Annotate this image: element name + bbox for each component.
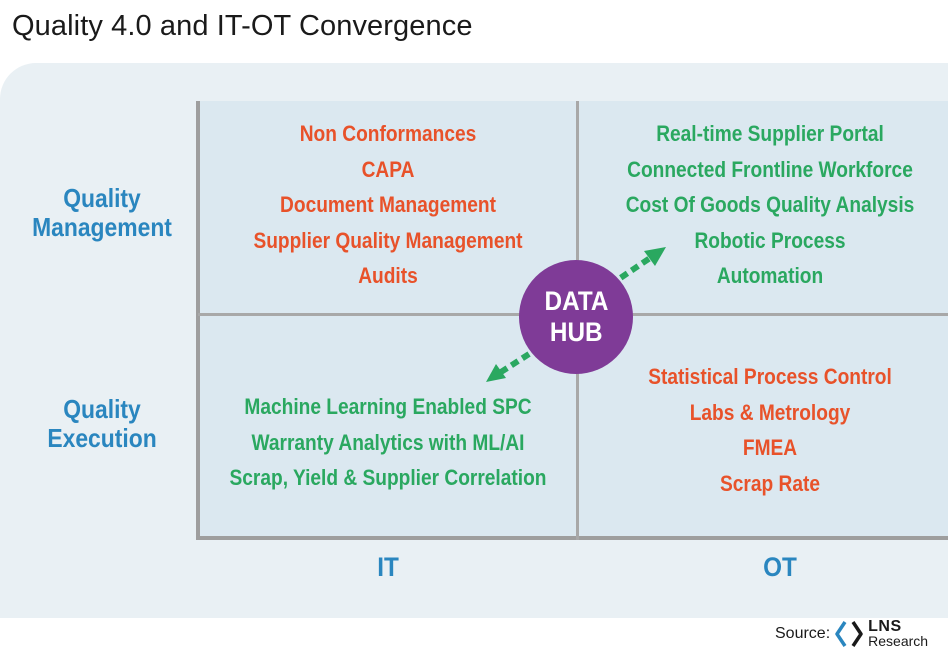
data-hub-circle: DATA HUB [519,260,633,374]
hub-label-line: HUB [549,317,603,347]
list-item: Scrap, Yield & Supplier Correlation [229,465,547,490]
row-label-quality-execution: Quality Execution [18,395,185,453]
logo-left-chevron [835,621,847,647]
list-item: FMEA [742,435,798,460]
list-it-quality-management: Non Conformances CAPA Document Managemen… [200,116,576,294]
lns-wordmark: LNS Research [868,619,928,649]
logo-right-chevron [851,621,863,647]
x-axis-line [196,536,948,540]
quadrant-it-quality-management [200,101,576,314]
lns-sub: Research [868,633,929,649]
list-item: Warranty Analytics with ML/AI [251,429,525,455]
list-item: Supplier Quality Management [253,227,523,253]
list-ot-quality-management: Real-time Supplier Portal Connected Fron… [578,116,948,294]
list-item: Non Conformances [299,121,477,146]
list-item: Machine Learning Enabled SPC [244,394,532,419]
row-label-line: Quality [63,394,141,424]
column-label-ot: OT [763,552,797,582]
list-it-quality-execution: Machine Learning Enabled SPC Warranty An… [200,389,576,496]
y-axis-line [196,101,200,540]
row-label-line: Execution [47,423,157,453]
source-label: Source: [775,625,831,642]
row-label-line: Management [32,212,172,242]
list-item: CAPA [361,156,415,182]
list-item: Robotic Process [694,227,846,253]
list-item: Labs & Metrology [689,399,851,425]
source-attribution: Source: LNS Research [775,619,928,649]
lns-chevron-logo-icon [835,621,863,647]
list-item: Statistical Process Control [648,364,892,389]
list-item: Cost Of Goods Quality Analysis [625,192,915,217]
list-item: Audits [358,263,418,288]
list-item: Scrap Rate [719,470,820,496]
column-label-it: IT [377,552,399,582]
list-item: Connected Frontline Workforce [627,156,913,182]
hub-label-line: DATA [544,286,608,316]
list-item: Automation [716,263,824,288]
list-ot-quality-execution: Statistical Process Control Labs & Metro… [578,359,948,501]
row-label-line: Quality [63,183,141,213]
row-label-quality-management: Quality Management [18,184,185,242]
page-title: Quality 4.0 and IT-OT Convergence [12,10,473,42]
lns-name: LNS [868,618,902,635]
list-item: Real-time Supplier Portal [656,121,884,146]
list-item: Document Management [280,192,496,217]
quadrant-ot-quality-execution [578,316,948,538]
